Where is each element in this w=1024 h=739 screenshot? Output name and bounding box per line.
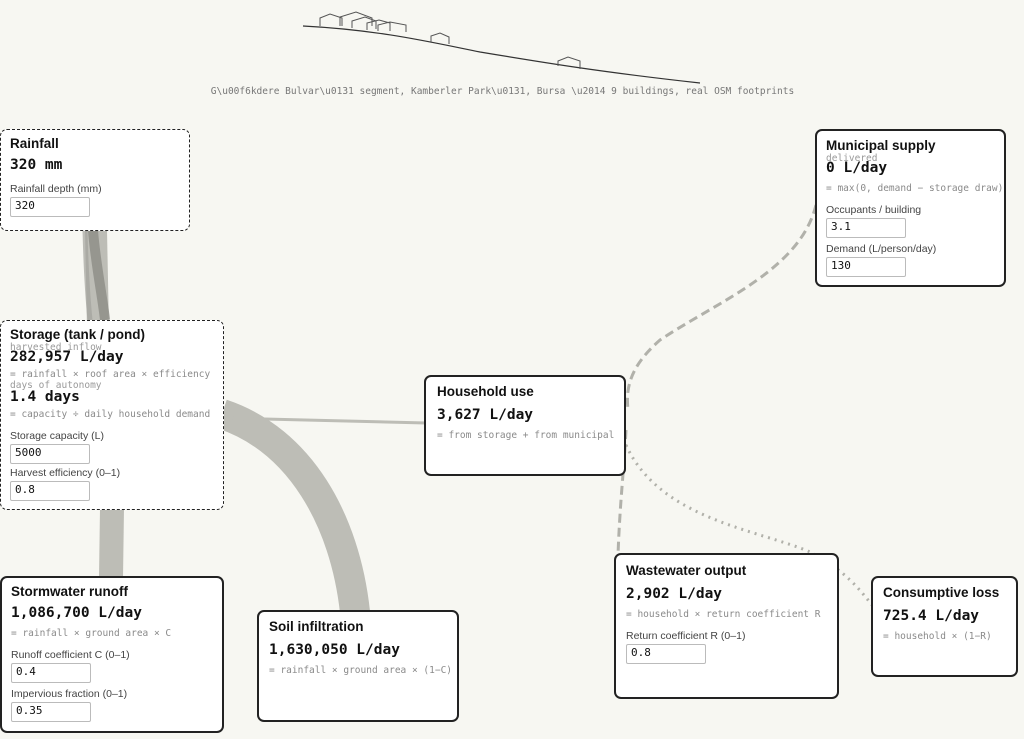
flow-household-to-wastewater-path xyxy=(616,429,628,556)
storage-title: Storage (tank / pond) xyxy=(10,327,145,342)
building-outline xyxy=(351,16,377,29)
building-outline xyxy=(377,21,407,32)
consumptive-value: 725.4 L/day xyxy=(883,608,980,624)
rainfall-title: Rainfall xyxy=(10,136,59,151)
impervious-fraction-label: Impervious fraction (0–1) xyxy=(11,688,128,700)
flow-storage-to-stormwater-path xyxy=(99,507,124,579)
demand-label: Demand (L/person/day) xyxy=(826,243,937,255)
household-value: 3,627 L/day xyxy=(437,407,534,423)
storage-autonomy-value: 1.4 days xyxy=(10,389,80,405)
rainfall-node[interactable]: Rainfall 320 mm Rainfall depth (mm) 320 xyxy=(0,129,190,231)
household-title: Household use xyxy=(437,384,534,399)
infiltration-value: 1,630,050 L/day xyxy=(269,642,400,658)
storage-capacity-label: Storage capacity (L) xyxy=(10,430,104,442)
rainfall-value: 320 mm xyxy=(10,157,63,173)
occupants-label: Occupants / building xyxy=(826,204,922,216)
flow-rain-to-storage-path xyxy=(88,229,110,321)
flow-household-to-consumptive-path xyxy=(624,444,874,606)
building-outline xyxy=(339,11,373,26)
runoff-coefficient-input[interactable]: 0.4 xyxy=(11,663,91,683)
flow-municipal-to-household-path xyxy=(625,204,818,411)
consumptive-node[interactable]: Consumptive loss 725.4 L/day = household… xyxy=(871,576,1018,677)
wastewater-value: 2,902 L/day xyxy=(626,586,723,602)
rainfall-depth-input[interactable]: 320 xyxy=(10,197,90,217)
consumptive-title: Consumptive loss xyxy=(883,585,1000,600)
infiltration-title: Soil infiltration xyxy=(269,619,364,634)
terrain-line xyxy=(302,25,701,84)
storage-node[interactable]: Storage (tank / pond) harvested inflow 2… xyxy=(0,320,224,510)
demand-input[interactable]: 130 xyxy=(826,257,906,277)
flow-rain-to-storage-path xyxy=(82,229,93,321)
storage-inflow-value: 282,957 L/day xyxy=(10,349,124,365)
harvest-efficiency-label: Harvest efficiency (0–1) xyxy=(10,467,121,479)
building-outline xyxy=(557,56,581,69)
map-caption: G\u00f6kdere Bulvar\u0131 segment, Kambe… xyxy=(210,86,795,97)
storage-capacity-input[interactable]: 5000 xyxy=(10,444,90,464)
building-outline xyxy=(366,19,391,31)
building-outline xyxy=(319,13,343,26)
harvest-efficiency-input[interactable]: 0.8 xyxy=(10,481,90,501)
municipal-title: Municipal supply xyxy=(826,138,936,153)
flow-storage-to-household-path xyxy=(221,416,427,425)
household-node[interactable]: Household use 3,627 L/day = from storage… xyxy=(424,375,626,476)
infiltration-node[interactable]: Soil infiltration 1,630,050 L/day = rain… xyxy=(257,610,459,722)
storage-inflow-label: harvested inflow xyxy=(10,342,102,353)
municipal-node[interactable]: Municipal supply delivered 0 L/day = max… xyxy=(815,129,1006,287)
return-coefficient-input[interactable]: 0.8 xyxy=(626,644,706,664)
stormwater-node[interactable]: Stormwater runoff 1,086,700 L/day = rain… xyxy=(0,576,224,733)
wastewater-title: Wastewater output xyxy=(626,563,747,578)
stormwater-value: 1,086,700 L/day xyxy=(11,605,142,621)
occupants-input[interactable]: 3.1 xyxy=(826,218,906,238)
municipal-value: 0 L/day xyxy=(826,160,888,176)
skyline-terrain xyxy=(302,11,701,84)
rainfall-depth-label: Rainfall depth (mm) xyxy=(10,183,102,195)
building-outline xyxy=(430,32,450,44)
stormwater-formula: = rainfall × ground area × C xyxy=(11,628,172,639)
storage-autonomy-label: days of autonomy xyxy=(10,380,102,391)
storage-autonomy-formula: = capacity ÷ daily household demand xyxy=(10,409,211,420)
wastewater-node[interactable]: Wastewater output 2,902 L/day = househol… xyxy=(614,553,839,699)
stormwater-title: Stormwater runoff xyxy=(11,584,129,599)
municipal-formula: = max(0, demand − storage draw) xyxy=(826,183,1004,194)
wastewater-formula: = household × return coefficient R xyxy=(626,609,821,620)
runoff-coefficient-label: Runoff coefficient C (0–1) xyxy=(11,649,130,661)
impervious-fraction-input[interactable]: 0.35 xyxy=(11,702,91,722)
flow-storage-to-infiltration-path xyxy=(216,399,370,614)
storage-inflow-formula: = rainfall × roof area × efficiency xyxy=(10,369,211,380)
infiltration-formula: = rainfall × ground area × (1−C) xyxy=(269,665,453,676)
return-coefficient-label: Return coefficient R (0–1) xyxy=(626,630,746,642)
household-formula: = from storage + from municipal xyxy=(437,430,615,441)
consumptive-formula: = household × (1−R) xyxy=(883,631,992,642)
municipal-delivered-label: delivered xyxy=(826,153,878,164)
